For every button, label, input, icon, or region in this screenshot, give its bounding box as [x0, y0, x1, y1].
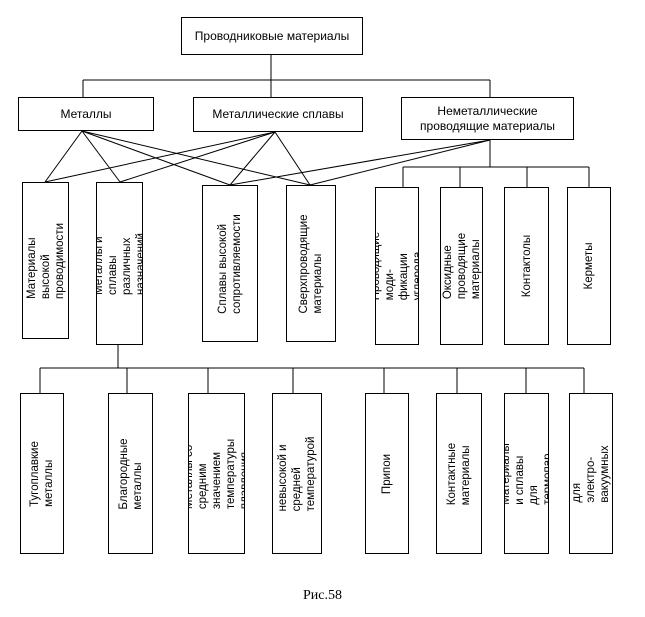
node-low-medium-melting-metals-label: Металлы с невысокой и средней температур…	[272, 436, 322, 511]
node-electrovacuum-alloys: Сплавы для электро- вакуумных приборов	[569, 393, 613, 554]
node-high-resistance-alloys-label: Сплавы высокой сопротивляемости	[217, 213, 243, 314]
node-refractory-metals: Тугоплавкие металлы	[20, 393, 64, 554]
node-metallic-alloys: Металлические сплавы	[193, 97, 363, 132]
node-cermets: Керметы	[567, 187, 611, 345]
node-cermets-label: Керметы	[583, 242, 595, 290]
figure-caption: Рис.58	[303, 588, 342, 603]
node-nonmetallic-conductors-label: Неметаллические проводящие материалы	[420, 103, 555, 133]
node-solders: Припои	[365, 393, 409, 554]
node-electrovacuum-alloys-label: Сплавы для электро- вакуумных приборов	[571, 444, 611, 503]
node-high-conductivity-materials-label: Материалы высокой проводимости	[25, 222, 66, 299]
node-low-medium-melting-metals: Металлы с невысокой и средней температур…	[272, 393, 322, 554]
node-medium-melting-metals-label: Металлы со средним значением температуры…	[188, 438, 245, 509]
node-contactols-label: Контактолы	[520, 234, 533, 298]
node-oxide-conductors-label: Оксидные проводящие материалы	[441, 232, 482, 300]
node-carbon-modifications: Проводящие моди- фикации углерода	[375, 187, 419, 345]
node-contact-materials: Контактные материалы	[436, 393, 482, 554]
node-medium-melting-metals: Металлы со средним значением температуры…	[188, 393, 245, 554]
node-high-conductivity-materials: Материалы высокой проводимости	[22, 182, 69, 339]
node-metals-label: Металлы	[60, 106, 112, 121]
node-various-purpose-metals-alloys: Металлы и сплавы различных назначений	[96, 182, 143, 345]
node-contact-materials-label: Контактные материалы	[446, 442, 472, 505]
node-contactols: Контактолы	[504, 187, 549, 345]
node-thermocouple-materials: Материалы и сплавы для термопар	[504, 393, 549, 554]
node-thermocouple-materials-label: Материалы и сплавы для термопар	[504, 442, 549, 505]
node-noble-metals: Благородные металлы	[108, 393, 153, 554]
root-label: Проводниковые материалы	[194, 28, 350, 43]
node-refractory-metals-label: Тугоплавкие металлы	[29, 440, 55, 507]
node-superconducting-materials: Сверхпроводящие материалы	[286, 185, 336, 342]
node-metallic-alloys-label: Металлические сплавы	[212, 107, 344, 121]
node-noble-metals-label: Благородные металлы	[117, 437, 144, 510]
node-high-resistance-alloys: Сплавы высокой сопротивляемости	[202, 185, 258, 342]
node-various-purpose-metals-alloys-label: Металлы и сплавы различных назначений	[96, 232, 143, 295]
node-superconducting-materials-label: Сверхпроводящие материалы	[298, 213, 324, 314]
node-carbon-modifications-label: Проводящие моди- фикации углерода	[375, 231, 419, 301]
node-oxide-conductors: Оксидные проводящие материалы	[440, 187, 483, 345]
node-nonmetallic-conductors: Неметаллические проводящие материалы	[401, 97, 574, 140]
root-node: Проводниковые материалы	[181, 17, 363, 55]
node-solders-label: Припои	[381, 453, 393, 494]
node-metals: Металлы	[18, 97, 154, 131]
